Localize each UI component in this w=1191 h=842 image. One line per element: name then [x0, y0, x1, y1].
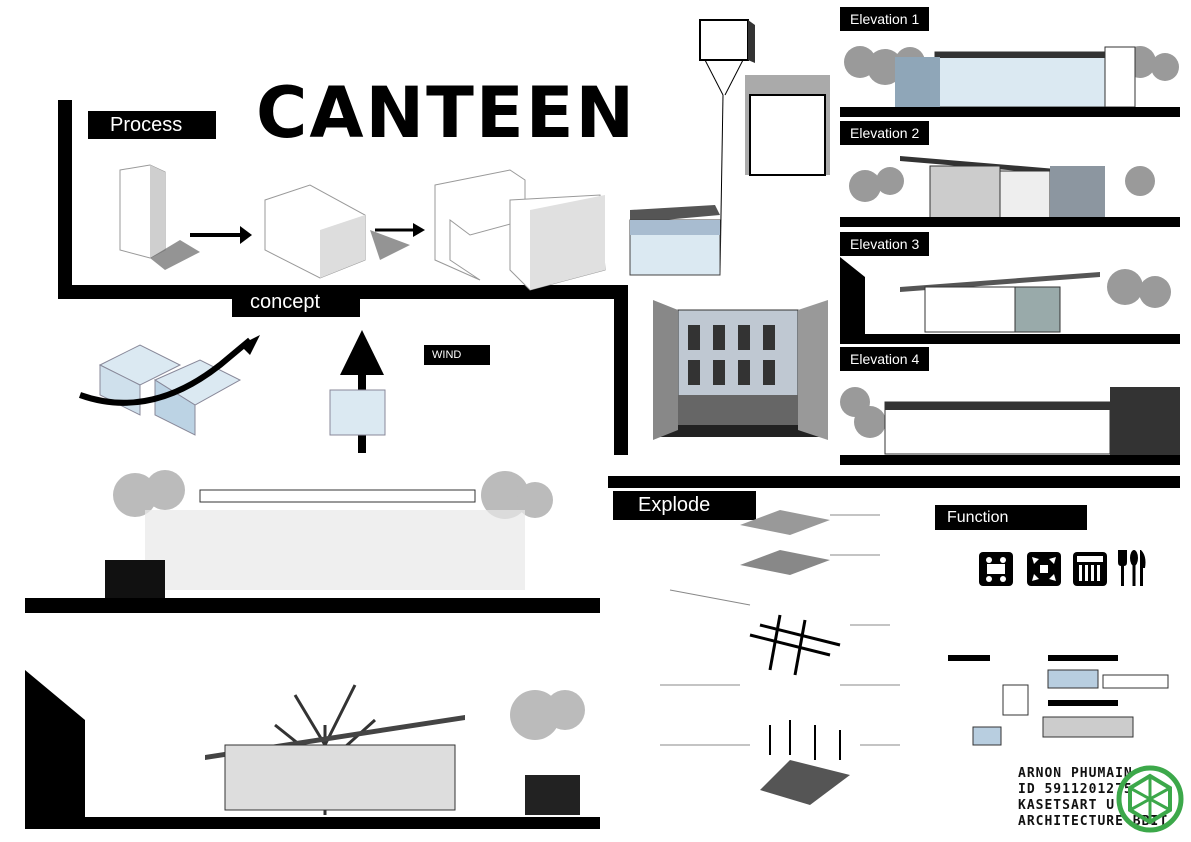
elevation-3-label: Elevation 3	[840, 232, 930, 256]
credit-name: ARNON PHUMAIN	[1018, 766, 1133, 781]
section-drawing-1	[25, 470, 600, 613]
elevation-1-drawing	[840, 46, 1180, 117]
elevation-2-drawing	[840, 156, 1180, 227]
elevation-1: Elevation 1	[840, 7, 1180, 119]
wind-concept-diagram	[78, 330, 386, 453]
wind-label: WIND	[424, 345, 490, 365]
elevation-2-label: Elevation 2	[840, 121, 930, 145]
interior-perspective	[648, 295, 833, 445]
credit-school: KASETSART U.	[1018, 798, 1124, 813]
process-massing-diagram	[119, 164, 606, 291]
explode-label: Explode	[613, 491, 756, 520]
elevation-4-label: Elevation 4	[840, 347, 930, 371]
elevation-4-drawing	[840, 387, 1180, 465]
dining-table-icon	[979, 552, 1013, 586]
circulation-icon	[1027, 552, 1061, 586]
cutlery-icon	[1118, 550, 1146, 586]
section-divider	[608, 476, 1180, 488]
kitchen-counter-icon	[1073, 552, 1107, 586]
elevation-3: Elevation 3	[840, 232, 1180, 344]
exploded-axonometric	[660, 510, 900, 805]
page-title: CANTEEN	[256, 72, 637, 154]
elevation-4: Elevation 4	[840, 347, 1180, 465]
concept-label: concept	[232, 287, 360, 317]
elevation-3-drawing	[840, 257, 1180, 344]
university-logo-icon	[1116, 765, 1184, 833]
key-plan-thumbnails	[948, 655, 1169, 746]
section-drawing-2	[25, 670, 600, 829]
elevation-1-label: Elevation 1	[840, 7, 930, 31]
process-label: Process	[88, 111, 216, 139]
elevation-2: Elevation 2	[840, 121, 1180, 229]
credit-id: ID 5911201275	[1018, 782, 1133, 797]
function-label: Function	[935, 505, 1087, 530]
perspective-sketch	[629, 19, 830, 276]
